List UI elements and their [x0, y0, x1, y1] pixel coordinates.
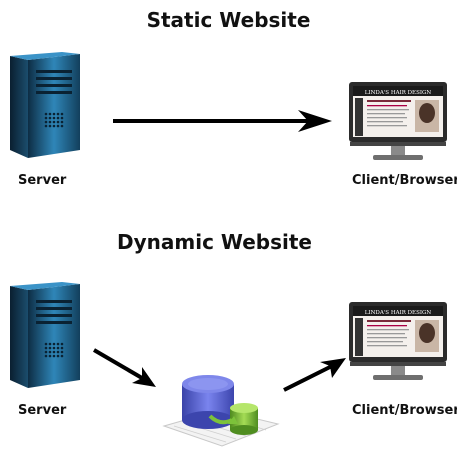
- monitor-icon: LINDA'S HAIR DESIGN: [349, 302, 447, 380]
- database-icon: [162, 375, 280, 447]
- monitor-icon: LINDA'S HAIR DESIGN: [349, 82, 447, 160]
- screen-site-name: LINDA'S HAIR DESIGN: [365, 90, 432, 96]
- right-arrow-icon: [113, 110, 332, 132]
- server-icon: [10, 282, 80, 388]
- server-label: Server: [18, 173, 67, 188]
- server-icon: [10, 52, 80, 158]
- screen-site-name: LINDA'S HAIR DESIGN: [365, 310, 432, 316]
- down-right-arrow-icon: [92, 348, 156, 387]
- dynamic-website-title: Dynamic Website: [117, 230, 312, 254]
- client-browser-label: Client/Browser: [352, 173, 457, 188]
- up-right-arrow-icon: [283, 358, 346, 392]
- static-website-title: Static Website: [146, 8, 311, 32]
- client-browser-label: Client/Browser: [352, 403, 457, 418]
- server-label: Server: [18, 403, 67, 418]
